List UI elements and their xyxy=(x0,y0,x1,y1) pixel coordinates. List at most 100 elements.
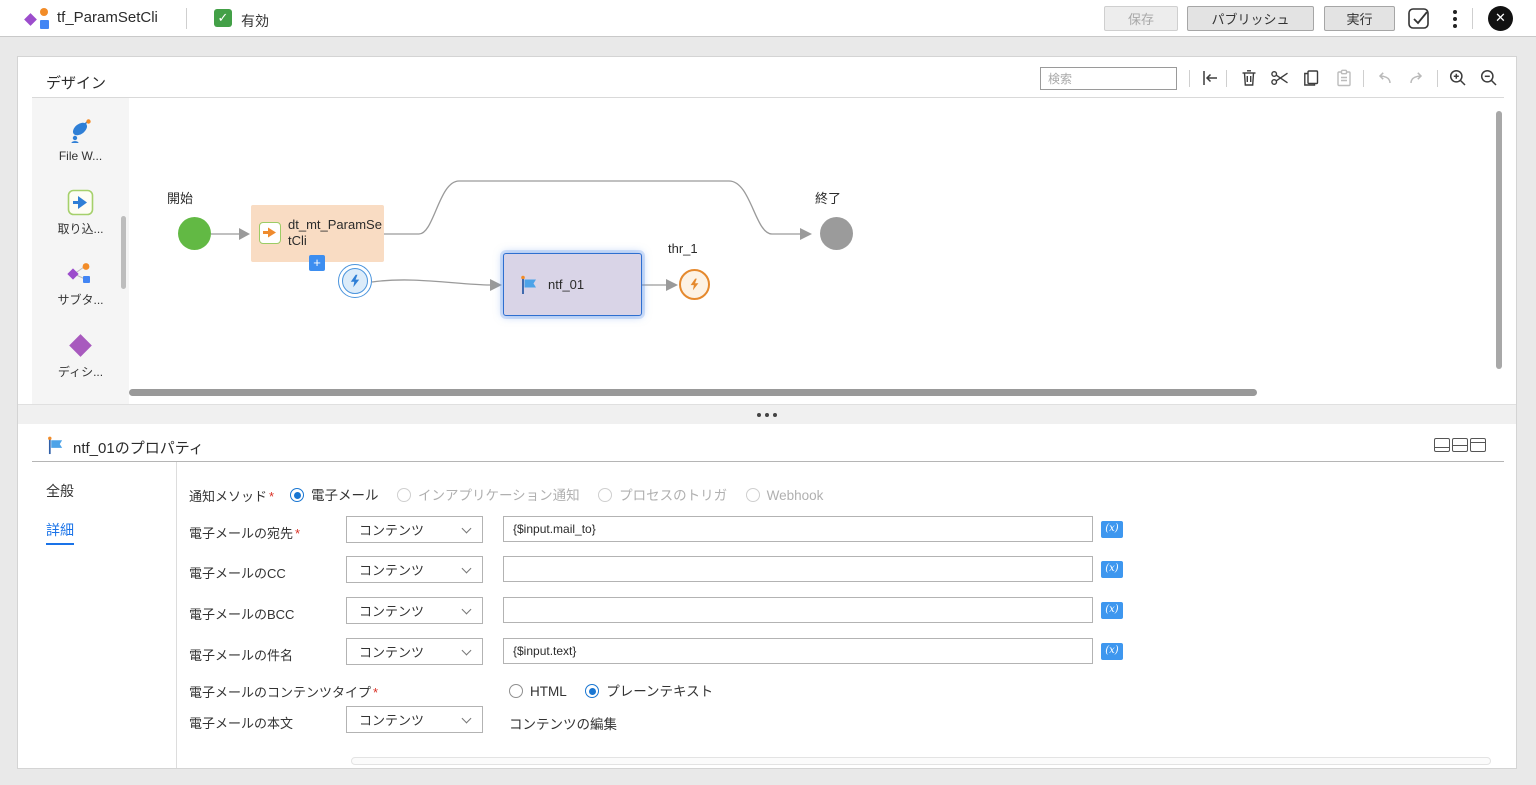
divider xyxy=(1363,70,1364,87)
properties-horizontal-scrollbar[interactable] xyxy=(351,757,1491,765)
notification-method-label: 通知メソッド* xyxy=(189,489,275,504)
email-content-type-label: 電子メールのコンテンツタイプ* xyxy=(189,685,379,700)
cut-icon[interactable] xyxy=(1270,68,1290,88)
divider xyxy=(32,461,1504,462)
palette-item-ingestion[interactable]: 取り込... xyxy=(32,189,129,237)
end-node[interactable] xyxy=(820,217,853,250)
divider xyxy=(186,8,187,29)
start-node[interactable] xyxy=(178,217,211,250)
divider xyxy=(1437,70,1438,87)
data-task-icon xyxy=(259,222,281,244)
run-button[interactable]: 実行 xyxy=(1324,6,1395,31)
canvas-horizontal-scrollbar[interactable] xyxy=(129,389,1257,396)
chevron-down-icon xyxy=(461,713,472,723)
email-bcc-source-select[interactable]: コンテンツ xyxy=(346,597,483,624)
validate-icon[interactable] xyxy=(1407,6,1432,31)
undo-icon xyxy=(1375,68,1395,88)
email-to-input[interactable] xyxy=(503,516,1093,542)
palette-item-file-watch[interactable]: File W... xyxy=(32,118,129,163)
email-body-label: 電子メールの本文 xyxy=(189,716,294,731)
radio-html[interactable] xyxy=(509,684,523,698)
layout-top-icon[interactable] xyxy=(1470,438,1486,452)
save-button[interactable]: 保存 xyxy=(1104,6,1178,31)
email-subject-input[interactable] xyxy=(503,638,1093,664)
email-bcc-input[interactable] xyxy=(503,597,1093,623)
email-subject-source-select[interactable]: コンテンツ xyxy=(346,638,483,665)
radio-plain-text[interactable] xyxy=(585,684,600,698)
go-to-start-icon[interactable] xyxy=(1200,68,1220,88)
publish-button[interactable]: パブリッシュ xyxy=(1187,6,1314,31)
panel-splitter-handle[interactable] xyxy=(18,404,1516,424)
file-watch-icon xyxy=(71,119,91,143)
function-icon[interactable]: (x) xyxy=(1101,602,1123,619)
divider xyxy=(1226,70,1227,87)
flag-icon xyxy=(48,436,63,455)
palette-scrollbar[interactable] xyxy=(121,216,126,289)
data-task-label: dt_mt_ParamSetCli xyxy=(288,217,382,249)
canvas-vertical-scrollbar[interactable] xyxy=(1496,111,1502,369)
add-step-badge[interactable]: + xyxy=(309,255,325,271)
chevron-down-icon xyxy=(461,645,472,655)
palette-item-subtaskflow[interactable]: サブタ... xyxy=(32,260,129,308)
email-to-source-select[interactable]: コンテンツ xyxy=(346,516,483,543)
chevron-down-icon xyxy=(461,604,472,614)
main-card: デザイン xyxy=(17,56,1517,769)
palette-item-decision[interactable]: ディシ... xyxy=(32,332,129,380)
radio-email[interactable] xyxy=(290,488,304,502)
function-icon[interactable]: (x) xyxy=(1101,561,1123,578)
search-input[interactable] xyxy=(1040,67,1177,90)
radio-process-trigger[interactable] xyxy=(598,488,613,502)
step-palette: File W... 取り込... サブタ... xyxy=(32,98,129,404)
close-icon[interactable]: ✕ xyxy=(1488,6,1513,31)
edit-content-link[interactable]: コンテンツの編集 xyxy=(509,717,617,732)
notification-task-node[interactable]: ntf_01 xyxy=(503,253,642,316)
divider xyxy=(1189,70,1190,87)
end-node-label: 終了 xyxy=(815,191,842,206)
subtaskflow-icon xyxy=(67,263,90,283)
function-icon[interactable]: (x) xyxy=(1101,521,1123,538)
lightning-icon xyxy=(690,278,699,291)
enabled-label: 有効 xyxy=(241,13,269,29)
start-node-label: 開始 xyxy=(167,191,194,206)
email-body-source-select[interactable]: コンテンツ xyxy=(346,706,483,733)
email-bcc-label: 電子メールのBCC xyxy=(189,607,295,622)
more-menu-icon[interactable] xyxy=(1450,7,1460,31)
delete-icon[interactable] xyxy=(1239,68,1259,88)
design-panel-title: デザイン xyxy=(46,75,107,92)
decision-icon xyxy=(69,334,92,357)
email-cc-input[interactable] xyxy=(503,556,1093,582)
radio-in-app-notification[interactable] xyxy=(396,488,411,502)
paste-icon xyxy=(1334,68,1354,88)
radio-webhook[interactable] xyxy=(745,488,760,502)
layout-bottom-icon[interactable] xyxy=(1434,438,1450,452)
content-type-radio-group: HTML プレーンテキスト xyxy=(509,680,727,701)
tab-details[interactable]: 詳細 xyxy=(46,520,74,545)
tab-general[interactable]: 全般 xyxy=(46,483,74,499)
email-cc-label: 電子メールのCC xyxy=(189,566,286,581)
divider xyxy=(32,97,1504,98)
throw-event-node[interactable] xyxy=(679,269,710,300)
flag-icon xyxy=(521,275,536,294)
zoom-in-icon[interactable] xyxy=(1448,68,1468,88)
throw-node-label: thr_1 xyxy=(668,241,698,256)
data-task-node[interactable]: dt_mt_ParamSetCli xyxy=(251,205,384,262)
copy-icon[interactable] xyxy=(1301,68,1321,88)
connector-lines xyxy=(211,180,812,291)
notification-task-label: ntf_01 xyxy=(548,277,585,292)
layout-split-icon[interactable] xyxy=(1452,438,1468,452)
divider xyxy=(1472,8,1473,29)
email-cc-source-select[interactable]: コンテンツ xyxy=(346,556,483,583)
chevron-down-icon xyxy=(461,563,472,573)
enabled-checkbox[interactable]: ✓ xyxy=(214,9,232,27)
function-icon[interactable]: (x) xyxy=(1101,643,1123,660)
notification-method-radio-group: 電子メール インアプリケーション通知 プロセスのトリガ Webhook xyxy=(290,484,837,505)
email-subject-label: 電子メールの件名 xyxy=(189,648,294,663)
top-bar: tf_ParamSetCli ✓ 有効 保存 パブリッシュ 実行 ✕ xyxy=(0,0,1536,37)
error-event-node[interactable] xyxy=(338,264,372,298)
app-title: tf_ParamSetCli xyxy=(57,9,158,26)
taskflow-logo-icon xyxy=(24,7,51,31)
zoom-out-icon[interactable] xyxy=(1479,68,1499,88)
ingestion-task-icon xyxy=(67,189,94,216)
lightning-icon xyxy=(342,268,368,294)
